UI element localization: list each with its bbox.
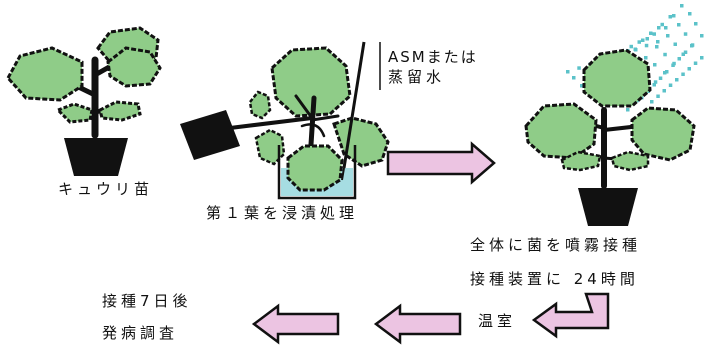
treatment-label-line2: 蒸留水 [388,68,446,86]
plant2-leaf-left-small [248,90,272,120]
spray-droplet [687,67,691,71]
arrow-to-survey-2 [251,303,340,345]
plant1-leaf-low-right [98,100,142,122]
spray-droplet [660,22,664,27]
spray-droplet [649,31,653,35]
survey-label-line1: 接種7日後 [102,292,192,310]
spray-droplet [680,4,684,8]
inoculation-chamber-label: 接種装置に 24時間 [470,270,639,288]
plant3-leaf-left [524,102,598,160]
arrow-to-survey-1 [373,303,462,345]
greenhouse-label: 温室 [478,312,517,330]
plant3-pot [578,188,638,226]
spray-droplet [641,38,645,42]
spray-droplet [677,57,681,61]
spray-droplet [652,83,656,87]
plant2-leaf-top [270,46,352,118]
spray-droplet [666,34,670,38]
spray-droplet [675,78,679,82]
spray-droplet [653,80,658,84]
spray-droplet [681,72,685,76]
plant1-leaf-right-mid [106,46,162,88]
plant1-pot [64,138,128,176]
dipping-container [277,145,357,200]
plant3-leaf-top [582,48,652,108]
spray-droplet [657,26,661,30]
spray-droplet [650,100,654,104]
spray-droplet [652,32,656,36]
plant3-leaf-low-left [560,150,602,172]
spray-droplet [658,76,663,80]
spray-droplet [645,37,649,41]
arrow-to-spray [386,141,496,185]
plant1-leaf-low-left [55,102,94,124]
spray-droplet [700,34,704,38]
arrow-to-greenhouse [531,292,610,339]
spray-droplet [664,26,668,30]
spray-droplet [663,52,667,57]
spray-droplet [671,63,675,67]
spray-droplet [644,56,648,60]
spray-droplet [690,44,694,48]
spray-droplet [656,40,660,44]
spray-droplet [637,40,641,44]
cucumber-seedling-plant [6,26,162,176]
spray-droplet [662,89,666,93]
spray-droplet [626,108,630,112]
spray-droplet [681,52,685,56]
spray-droplet [677,23,681,27]
spray-droplet [668,83,673,87]
spray-droplet [694,22,698,26]
spray-droplet [683,32,688,36]
spray-droplet [688,12,692,16]
spray-droplet [656,94,660,98]
pipette-tip [341,167,345,181]
treatment-label-line1: ASMまたは [388,48,478,66]
plant2-tilted-pot [180,110,240,160]
spray-droplet [673,42,677,46]
sprayed-plant [524,48,696,226]
spray-droplet [572,76,576,80]
spray-droplet [668,15,672,19]
spray-whole-label: 全体に菌を噴霧接種 [470,236,642,254]
survey-label-line2: 発病調査 [102,324,179,342]
spray-droplet [665,70,669,74]
spray-droplet [653,63,657,67]
plant3-leaf-low-right [610,150,650,172]
first-leaf-dip-label: 第１葉を浸漬処理 [206,204,359,222]
spray-droplet [683,50,688,54]
spray-droplet [655,45,659,49]
spray-droplet [700,56,704,60]
spray-droplet [633,47,637,51]
cucumber-seedling-label: キュウリ苗 [58,180,154,198]
pipette [342,41,366,169]
dipping-treatment-plant [180,41,390,200]
spray-droplet [566,70,570,74]
spray-droplet [644,43,649,48]
plant1-leaf-left [6,46,84,102]
spray-droplet [580,84,584,88]
plant3-leaf-right [630,106,696,162]
tilted-pot-stem [228,116,314,130]
plant2-leaf-left-low [254,128,286,166]
spray-droplet [629,44,633,49]
spray-droplet [663,71,667,75]
plant2-dipped-leaf [286,144,344,192]
spray-droplet [577,66,581,70]
spray-droplet [672,14,676,18]
spray-droplet [693,61,698,65]
